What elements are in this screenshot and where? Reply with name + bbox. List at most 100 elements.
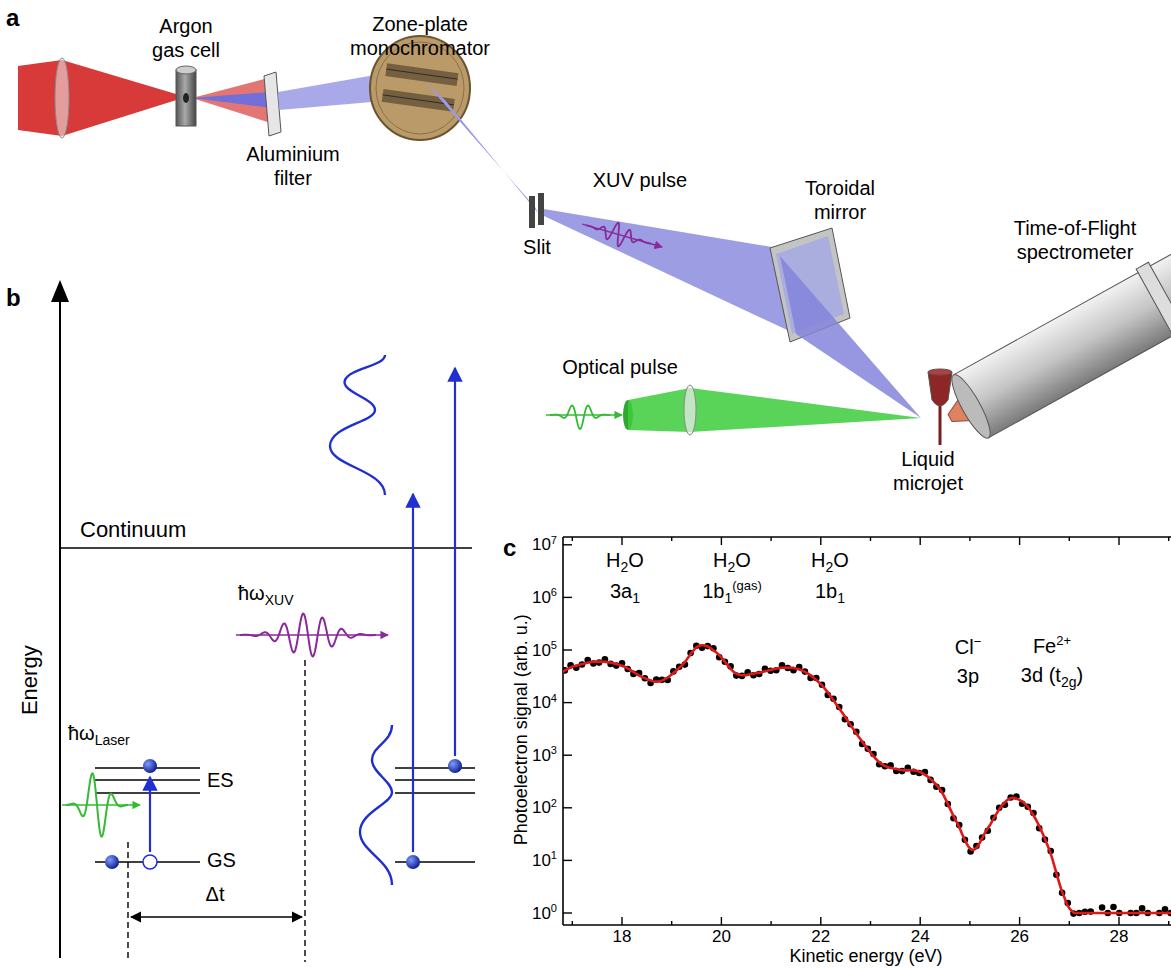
label-group: Kinetic energy (eV)	[789, 946, 942, 968]
xuv-beam	[425, 82, 538, 213]
label-line: 107	[532, 534, 557, 556]
label-group: 28	[1110, 927, 1129, 947]
tof-spectrometer	[946, 371, 997, 443]
label-line: 100	[532, 902, 557, 924]
x-tick	[572, 537, 573, 541]
label-line: Photoelectron signal (arb. u.)	[511, 614, 533, 845]
text-label: Kinetic energy (eV)	[789, 946, 942, 966]
energy-levels	[395, 779, 475, 781]
electrons	[105, 855, 119, 869]
text-label: Δt	[206, 883, 225, 905]
label-group: 24	[911, 927, 930, 947]
label-line: 22	[811, 927, 830, 947]
aluminium-filter	[264, 72, 281, 136]
label-group: 22	[811, 927, 830, 947]
x-tick	[671, 537, 672, 541]
text-label: 2	[551, 797, 557, 809]
text-label: )	[1076, 664, 1083, 686]
x-tick	[621, 917, 622, 925]
optical-beam	[684, 385, 696, 435]
electrons	[143, 759, 157, 773]
optical-beam	[623, 385, 921, 435]
pulse-arrow	[546, 414, 622, 415]
text-label: Zone-plate monochromator	[350, 13, 490, 59]
xuv-pulse	[579, 213, 665, 258]
label-line: H2O	[606, 546, 644, 577]
x-tick	[1019, 917, 1020, 925]
text-label: 3p	[957, 665, 979, 687]
text-label: 1b	[815, 580, 837, 602]
data-point	[1139, 905, 1146, 912]
x-tick	[1069, 537, 1070, 541]
text-label: a	[6, 4, 19, 31]
text-label: 0	[551, 902, 557, 914]
text-label: H	[713, 549, 727, 571]
delay-marker	[128, 660, 305, 962]
plot-frame	[563, 924, 1171, 926]
pulse-arrow	[582, 224, 662, 247]
liquid-microjet	[928, 372, 952, 406]
label-line: 18	[613, 927, 632, 947]
laser-beam	[55, 58, 69, 138]
label-group: 106	[532, 586, 557, 608]
transition-arrows	[149, 777, 151, 852]
x-tick	[870, 537, 871, 541]
label-group: Δt	[206, 882, 225, 906]
slit	[529, 196, 535, 228]
x-tick	[969, 921, 970, 925]
text-label: ħω	[68, 722, 95, 744]
label-group: XUV pulse	[593, 168, 688, 192]
text-label: Optical pulse	[562, 356, 678, 378]
text-label: 24	[911, 927, 930, 946]
data-point	[1110, 904, 1117, 911]
zone-plate	[386, 69, 457, 79]
spectra	[360, 725, 392, 885]
transition-arrows	[150, 368, 455, 852]
label-group: 26	[1010, 927, 1029, 947]
x-tick	[621, 537, 622, 545]
beam-after-cell	[192, 78, 274, 124]
label-group: 102	[532, 797, 557, 819]
optical-pulse	[546, 406, 622, 429]
label-group: Argon gas cell	[142, 14, 230, 62]
tof-spectrometer	[1136, 262, 1171, 339]
plot-frame	[563, 537, 1171, 925]
continuum-line	[60, 547, 472, 549]
label-group: Toroidal mirror	[794, 176, 886, 224]
label-line: ħωXUV	[238, 581, 294, 609]
text-label: 18	[613, 927, 632, 946]
energy-levels	[95, 779, 200, 781]
text-label: O	[833, 549, 849, 571]
text-label: Photoelectron signal (arb. u.)	[511, 614, 531, 845]
label-group: ħωLaser	[68, 721, 130, 749]
label-line: Liquid microjet	[884, 447, 972, 495]
label-group: Liquid microjet	[884, 447, 972, 495]
label-group: Slit	[523, 235, 551, 259]
x-tick	[770, 537, 771, 541]
text-label: Fe	[1033, 635, 1056, 657]
text-label: 6	[551, 586, 557, 598]
transition-arrows	[454, 368, 456, 756]
label-line: 104	[532, 692, 557, 714]
xuv-pulse	[236, 614, 388, 657]
spectrum-curve	[563, 643, 1171, 917]
label-line: Slit	[523, 235, 551, 259]
x-tick	[920, 917, 921, 925]
label-group: 20	[712, 927, 731, 947]
label-line: c	[503, 534, 516, 563]
label-group: 18	[613, 927, 632, 947]
x-tick	[721, 537, 722, 545]
label-line: Energy	[17, 645, 43, 715]
y-tick	[563, 755, 572, 756]
text-label: 10	[532, 798, 551, 817]
label-line: 1b1(gas)	[702, 577, 762, 608]
fit-curve	[563, 645, 1171, 913]
label-line: GS	[207, 848, 236, 872]
text-label: b	[6, 284, 21, 311]
label-line: 26	[1010, 927, 1029, 947]
label-group: 104	[532, 692, 557, 714]
label-line: 20	[712, 927, 731, 947]
pulses	[62, 213, 665, 836]
label-line: 102	[532, 797, 557, 819]
y-tick	[563, 702, 572, 703]
